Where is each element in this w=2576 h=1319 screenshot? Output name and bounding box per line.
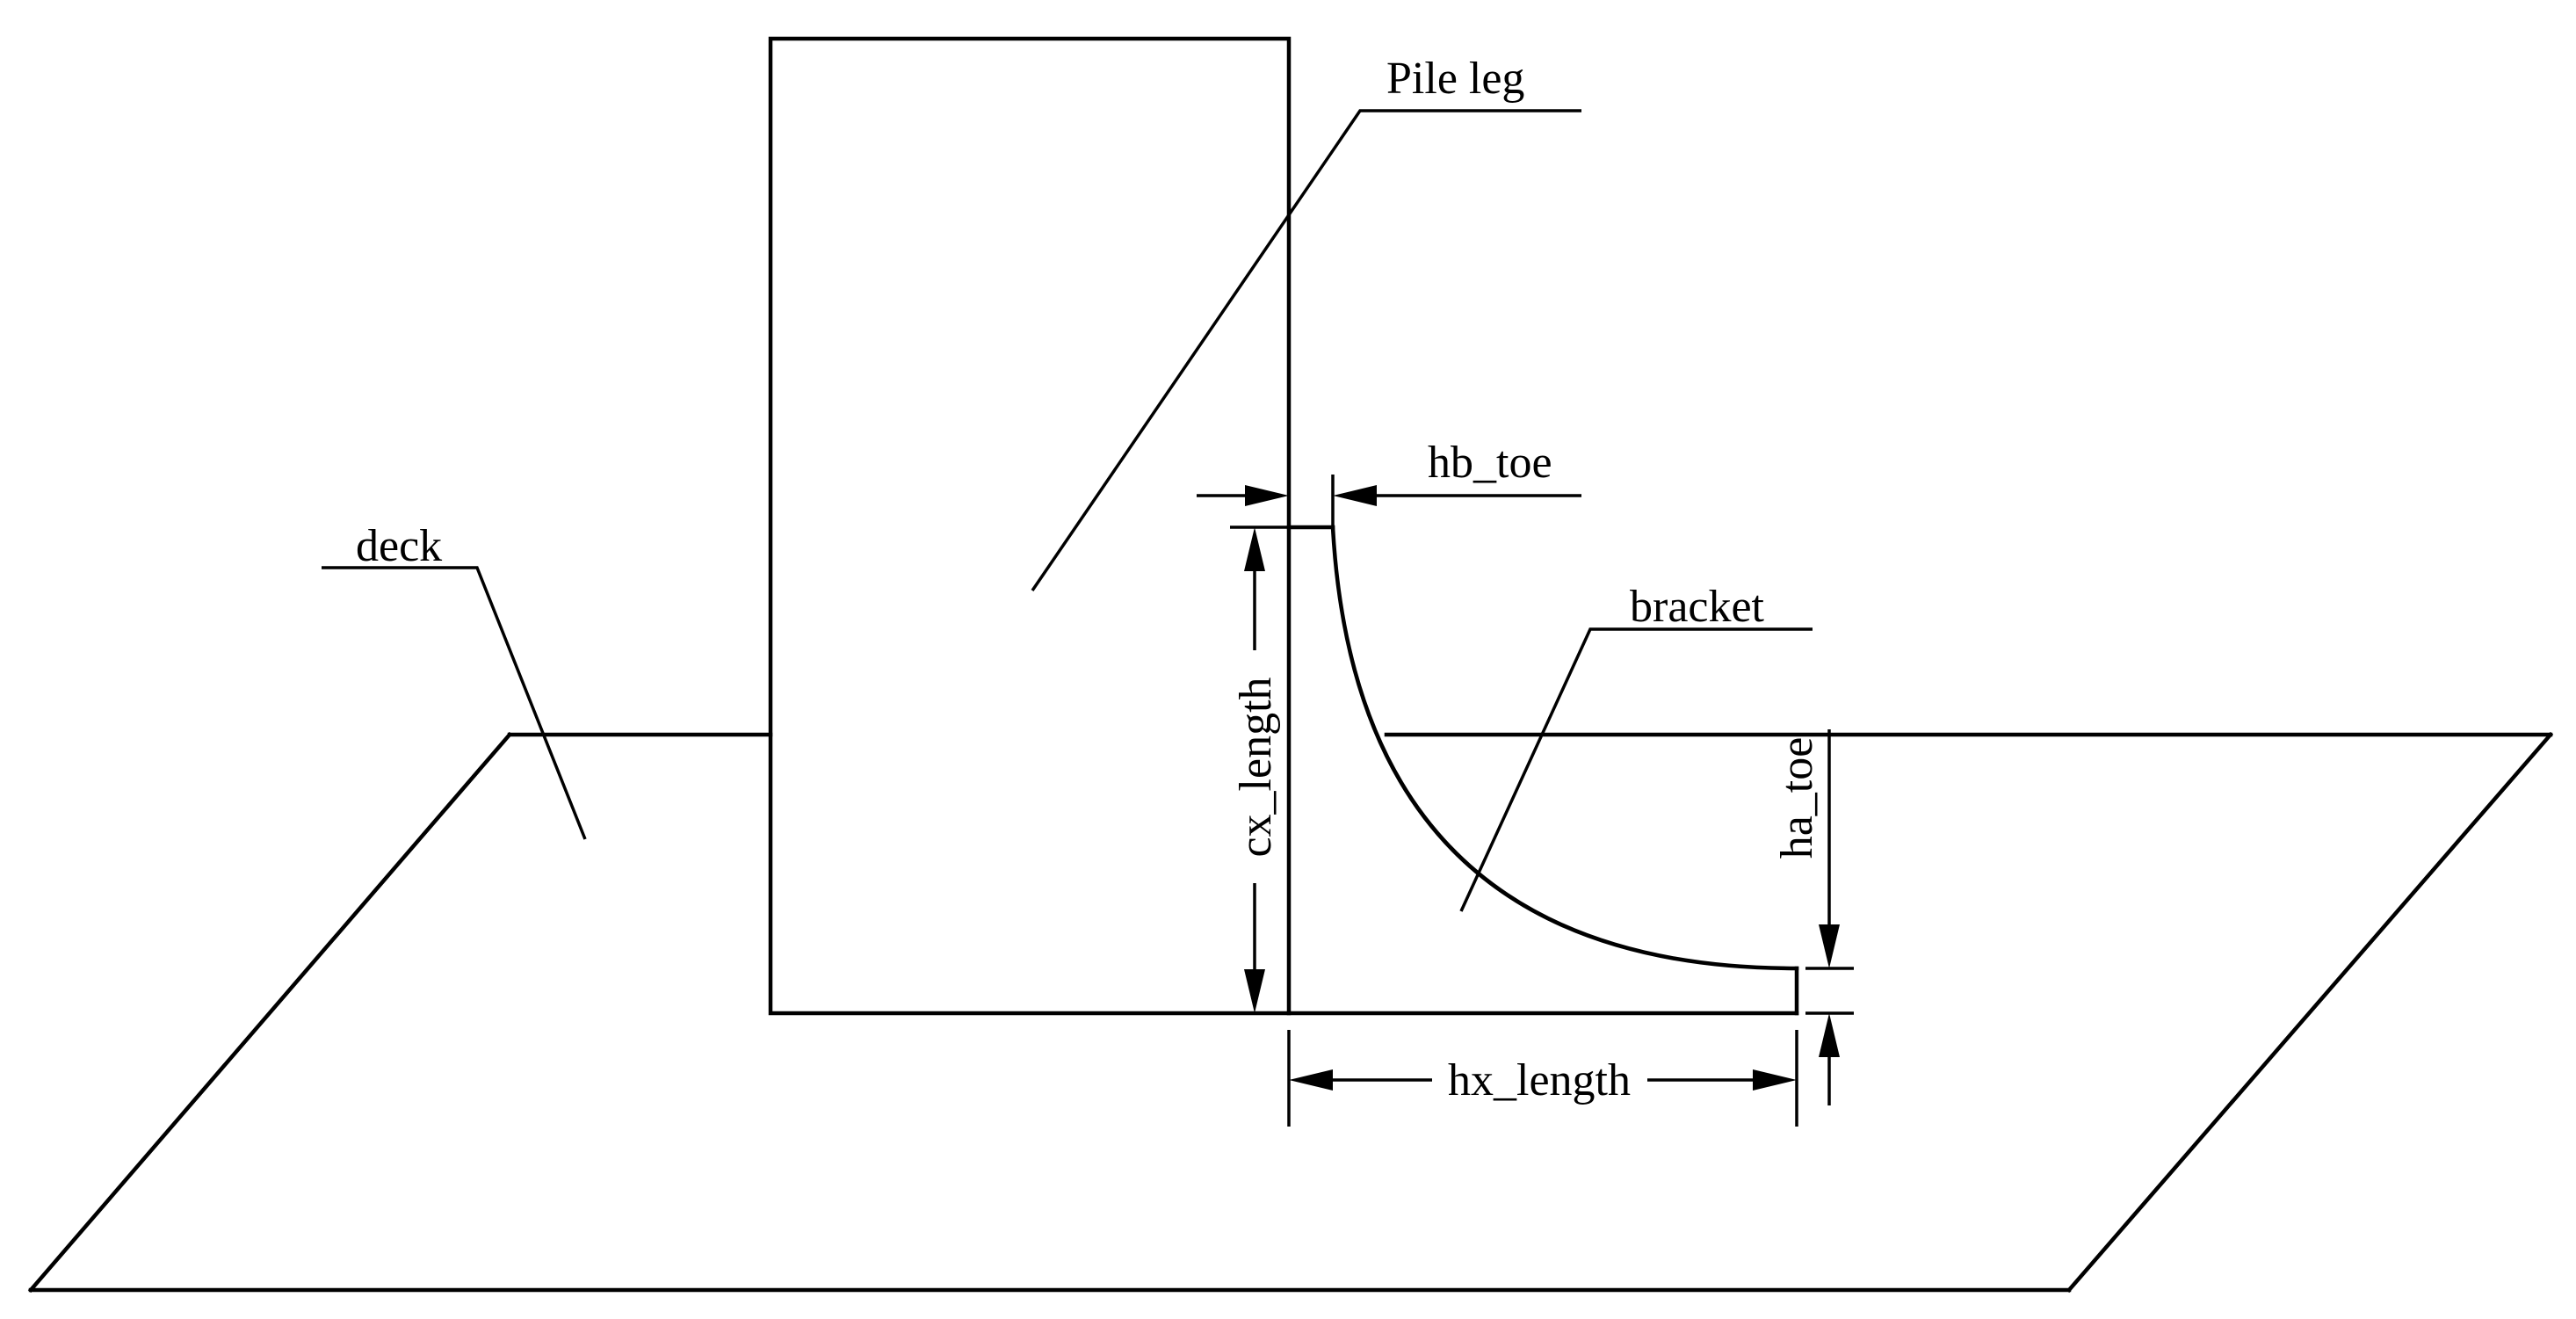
ha-toe-label: ha_toe: [1772, 737, 1822, 859]
cx-length-label: cx_length: [1231, 677, 1281, 857]
hb-toe-label: hb_toe: [1428, 438, 1552, 488]
bracket-leader: [1459, 627, 1813, 912]
bracket-label: bracket: [1630, 582, 1765, 632]
pile-leg-label: Pile leg: [1386, 54, 1524, 104]
pile-leg-leader: [1031, 109, 1581, 591]
deck-leader: [322, 566, 587, 840]
bracket-shape: [1286, 525, 1799, 1016]
hx-length-label: hx_length: [1448, 1055, 1631, 1105]
cx-length-dimension: [1230, 525, 1289, 1015]
pile-leg: [768, 36, 1292, 1016]
deck-label: deck: [356, 521, 442, 571]
hb-toe-dimension: [1197, 475, 1581, 527]
deck-plate: [27, 731, 2554, 1294]
hx-length-dimension: [1287, 1030, 1798, 1127]
ha-toe-dimension: [1805, 729, 1854, 1105]
